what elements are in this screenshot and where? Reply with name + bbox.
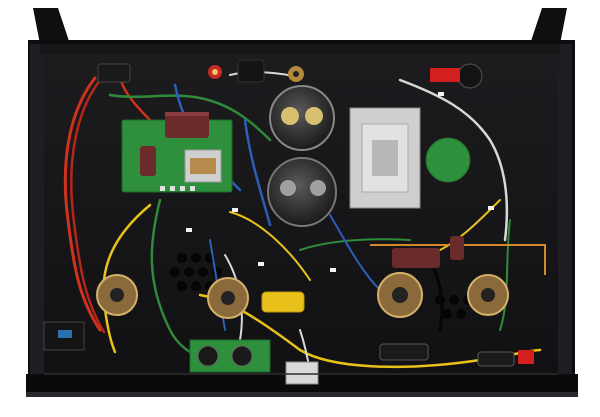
power-supply-board — [121, 112, 233, 193]
left-handle — [33, 8, 70, 44]
tube-socket-left-hole — [110, 288, 124, 302]
tube-socket-right-1-hole — [392, 287, 408, 303]
lower-board — [189, 339, 271, 373]
left-wall — [30, 44, 44, 392]
yellow-wire-right — [439, 199, 501, 251]
can-capacitor-top-lug-2 — [305, 107, 323, 125]
can-capacitor-bottom — [267, 157, 337, 227]
right-handle — [530, 8, 567, 44]
transformer-window — [372, 140, 398, 176]
red-wire-left — [63, 76, 102, 332]
yellow-capacitor — [261, 291, 305, 313]
red-wire-left-2 — [70, 78, 106, 334]
front-lip-edge — [26, 392, 578, 397]
green-wire-top — [108, 93, 272, 142]
white-wire-right — [398, 78, 509, 242]
can-capacitors — [267, 85, 337, 227]
red-connector-block — [430, 68, 460, 82]
lower-cap-2 — [231, 345, 253, 367]
brass-terminal-center — [293, 71, 299, 77]
rca-jack — [237, 59, 265, 83]
can-capacitor-top-lug-1 — [281, 107, 299, 125]
green-wire-mid — [299, 238, 411, 251]
red-connector-bottom — [518, 350, 534, 364]
iec-inlet — [43, 321, 85, 351]
board-transformer-core — [190, 158, 216, 174]
tube-socket-right-2-hole — [481, 288, 495, 302]
terminal-row — [160, 186, 195, 191]
cable-ties — [186, 92, 494, 272]
rear-wall — [40, 44, 560, 54]
can-capacitor-bottom-lug-1 — [280, 180, 296, 196]
input-connector — [285, 361, 319, 385]
power-switch — [97, 63, 131, 83]
capacitor-brown — [165, 112, 209, 138]
right-cap-black-2 — [477, 351, 515, 367]
right-caps — [379, 236, 515, 367]
right-cap-black — [379, 343, 429, 361]
can-capacitor-top — [269, 85, 335, 151]
red-terminal-center — [212, 69, 218, 75]
right-cap-small — [450, 236, 464, 260]
blue-wire-3 — [329, 214, 381, 291]
tube-socket-mid-hole — [221, 291, 235, 305]
right-cap-brown — [392, 248, 440, 268]
capacitor-small — [140, 146, 156, 176]
green-wire-right — [499, 219, 511, 331]
can-capacitor-bottom-lug-2 — [310, 180, 326, 196]
round-pcb — [425, 137, 471, 183]
lower-cap-1 — [197, 345, 219, 367]
rear-connectors — [97, 59, 483, 89]
blue-fuse — [58, 330, 72, 338]
copper-bus — [370, 244, 546, 275]
yellow-wire-mid — [229, 211, 311, 281]
speaker-terminal — [457, 63, 483, 89]
tube-sockets — [96, 272, 509, 319]
capacitor-brown-band — [165, 112, 209, 116]
right-wall — [558, 44, 572, 392]
blue-wire-2 — [243, 118, 272, 227]
mains-transformer — [349, 107, 421, 209]
